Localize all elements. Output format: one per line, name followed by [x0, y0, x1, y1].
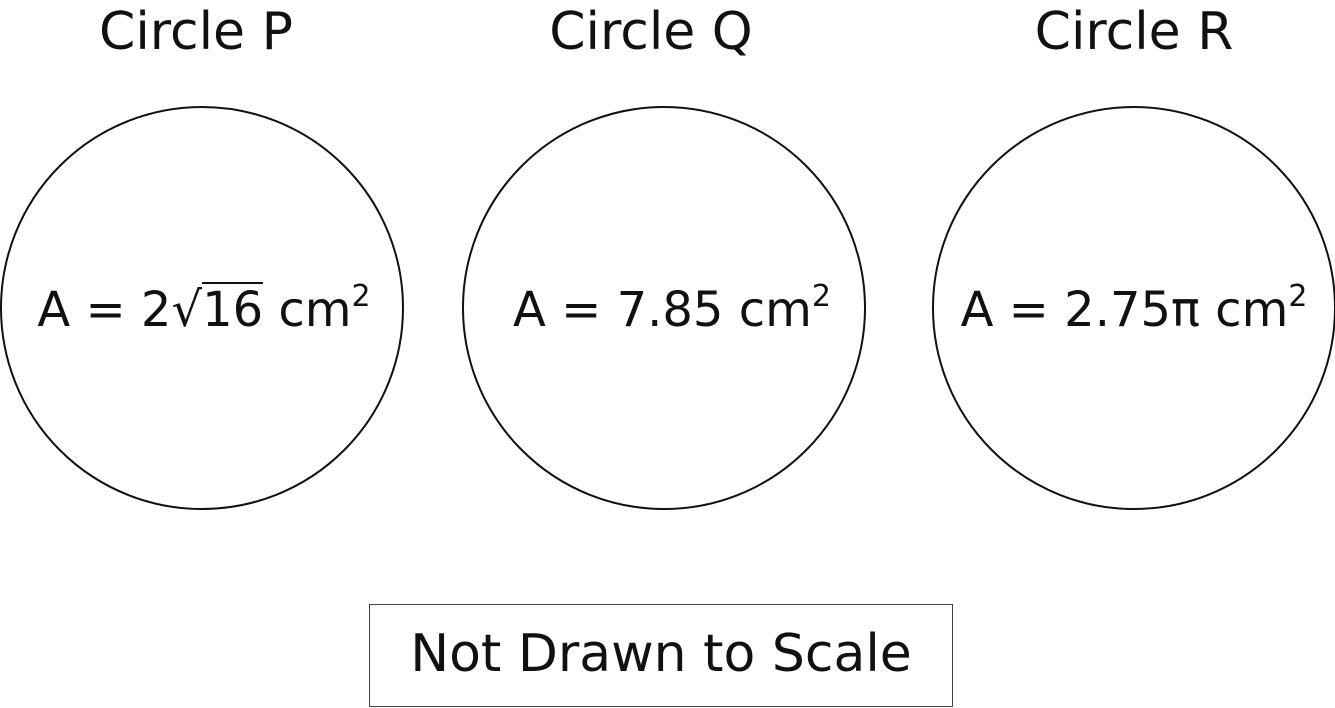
circle-q-shape [462, 106, 866, 510]
circle-p-area-unit: cm [263, 282, 352, 338]
circle-q-title: Circle Q [549, 2, 753, 62]
circle-p-area-prefix: A = 2 [37, 282, 172, 338]
not-to-scale-note: Not Drawn to Scale [410, 624, 912, 684]
circle-p-area-radicand: 16 [202, 282, 264, 338]
square-root: √16 [171, 280, 264, 340]
circle-q-area-unit: cm [723, 282, 812, 338]
radical-sign: √ [171, 282, 203, 338]
circle-p-area-label: A = 2√16 cm2 [2, 280, 406, 340]
circle-r-area-unit: cm [1199, 282, 1289, 338]
circle-r-title: Circle R [1034, 2, 1234, 62]
circle-r-area-prefix: A = 2.75π [960, 282, 1200, 338]
circle-p-area-exponent: 2 [351, 279, 371, 314]
circle-p-shape [0, 106, 404, 510]
circle-q-area-label: A = 7.85 cm2 [470, 280, 874, 340]
circle-r-area-label: A = 2.75π cm2 [932, 280, 1335, 340]
circle-q-area-exponent: 2 [811, 279, 831, 314]
circle-r-area-exponent: 2 [1288, 279, 1308, 314]
circle-p-title: Circle P [99, 2, 293, 62]
note-box [369, 604, 953, 707]
circle-q-area-prefix: A = 7.85 [513, 282, 724, 338]
